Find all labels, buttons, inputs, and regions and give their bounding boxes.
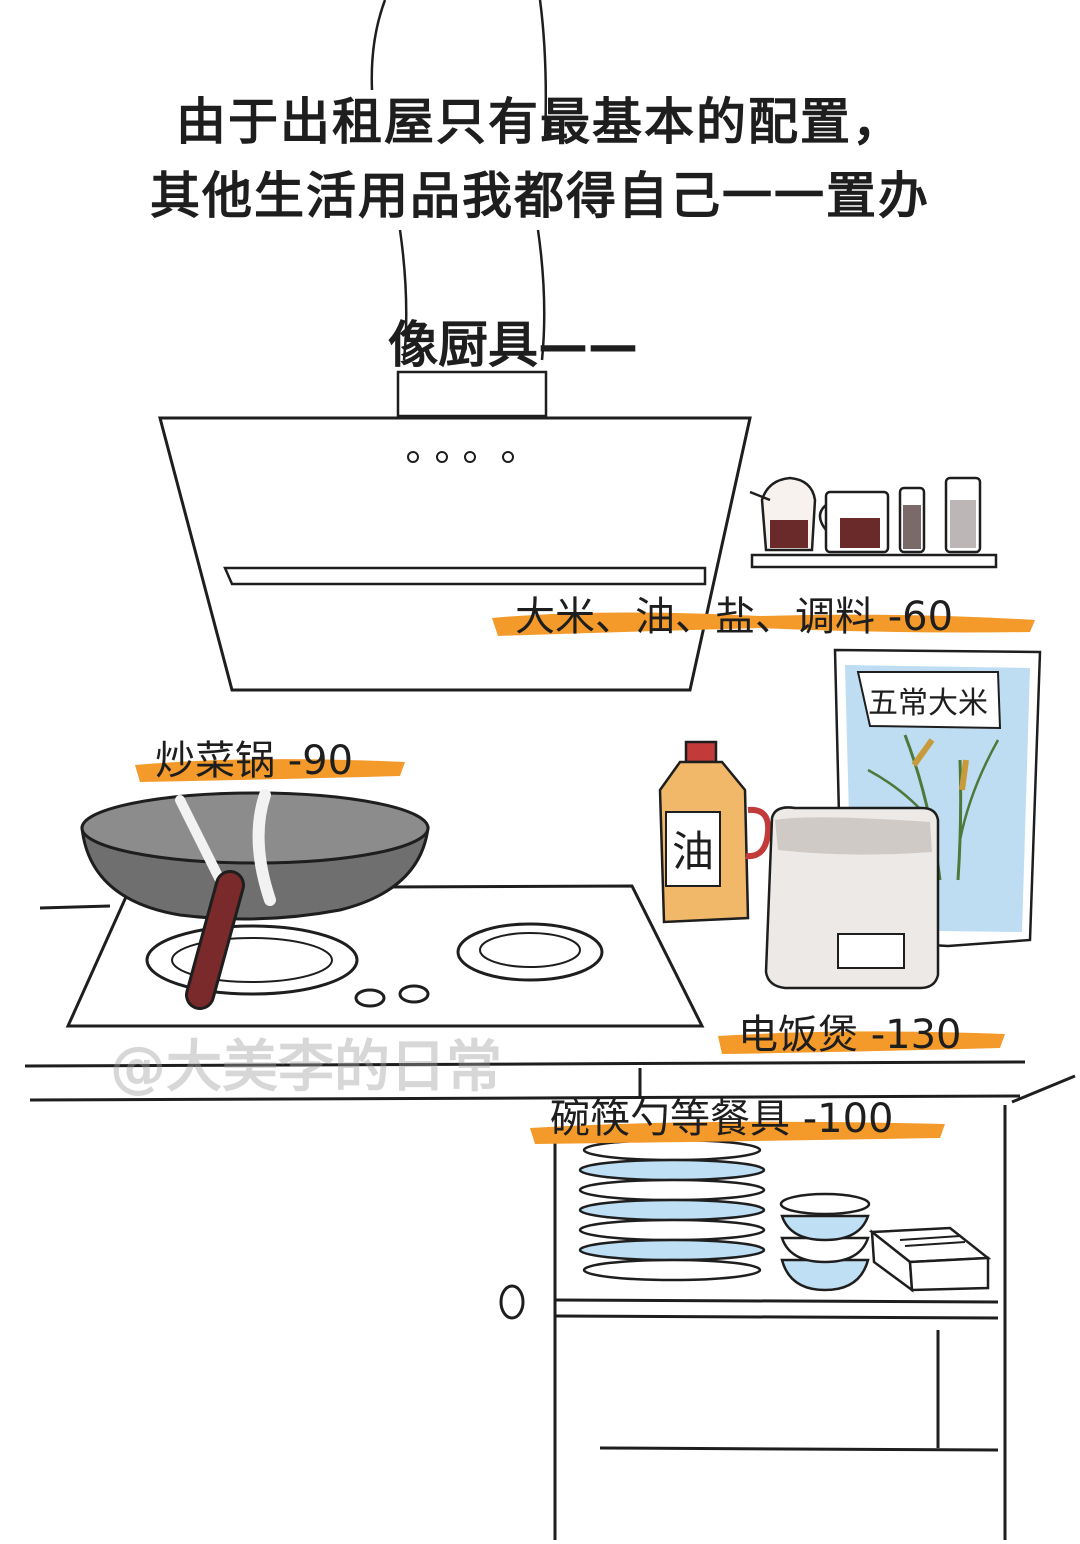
cutlery-box <box>868 1226 992 1293</box>
item-label: 碗筷勺等餐具 <box>550 1096 790 1142</box>
headline-line-2: 其他生活用品我都得自己一一置办 <box>150 167 930 225</box>
countertop <box>24 1060 1026 1102</box>
item-tag-rice-cooker: 电饭煲 -130 <box>738 1002 962 1060</box>
wok <box>80 789 430 1010</box>
kitchenware-subheading: 像厨具—— <box>388 316 638 374</box>
plates-stack <box>578 1138 766 1282</box>
rice-cooker <box>764 806 940 990</box>
headline-line-1: 由于出租屋只有最基本的配置， <box>176 93 904 151</box>
item-price: -60 <box>887 594 954 640</box>
item-price: -130 <box>870 1012 962 1058</box>
gas-stove <box>39 884 705 1028</box>
range-hood-chimney <box>370 0 548 418</box>
item-tag-tableware: 碗筷勺等餐具 -100 <box>550 1086 894 1144</box>
rice-bag <box>833 648 1042 948</box>
item-label: 电饭煲 <box>738 1012 858 1058</box>
item-price: -90 <box>287 738 354 784</box>
item-label: 炒菜锅 <box>155 738 275 784</box>
bowls-stack <box>779 1192 871 1292</box>
item-tag-wok: 炒菜锅 -90 <box>155 728 353 786</box>
item-tag-groceries: 大米、油、盐、调料 -60 <box>515 584 953 642</box>
price-highlights <box>135 612 1035 1144</box>
watermark: @大美李的日常 <box>110 1035 502 1100</box>
dish-cabinet <box>499 1074 1076 1540</box>
spice-shelf <box>749 476 998 569</box>
item-price: -100 <box>802 1096 894 1142</box>
oil-label: 油 <box>672 827 714 876</box>
range-hood <box>158 416 752 692</box>
rice-bag-label: 五常大米 <box>868 686 988 721</box>
item-label: 大米、油、盐、调料 <box>515 594 875 640</box>
oil-bottle <box>658 740 772 924</box>
